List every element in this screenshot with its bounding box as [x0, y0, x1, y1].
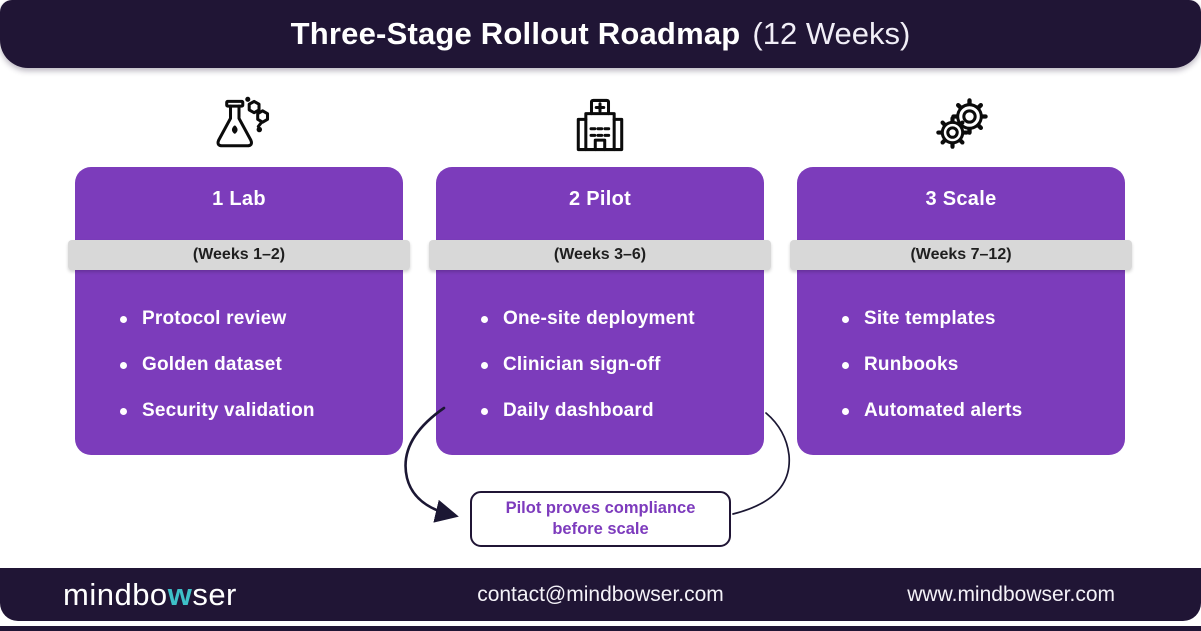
list-item: Daily dashboard — [481, 388, 764, 434]
list-item: Clinician sign-off — [481, 342, 764, 388]
list-item: Site templates — [842, 296, 1125, 342]
page-subtitle: (12 Weeks) — [752, 16, 911, 51]
stage-card-pilot: 2 Pilot (Weeks 3–6) One-site deployment … — [429, 167, 771, 455]
list-item-label: Golden dataset — [142, 354, 283, 375]
bullet-icon — [481, 407, 488, 415]
list-item: One-site deployment — [481, 296, 764, 342]
bottom-edge-strip — [0, 626, 1201, 631]
week-range-band: (Weeks 1–2) — [68, 240, 410, 270]
list-item-label: Clinician sign-off — [503, 354, 661, 375]
list-item: Automated alerts — [842, 388, 1125, 434]
page-title: Three-Stage Rollout Roadmap — [290, 16, 741, 51]
list-item: Runbooks — [842, 342, 1125, 388]
hospital-icon — [576, 98, 624, 152]
contact-email-link[interactable]: contact@mindbowser.com — [477, 582, 724, 606]
bullet-icon — [842, 315, 849, 323]
bullet-icon — [842, 361, 849, 369]
callout-line-2: before scale — [552, 520, 649, 538]
list-item-label: Automated alerts — [864, 400, 1023, 421]
list-item-label: Runbooks — [864, 354, 959, 375]
logo-text: mindbo — [63, 576, 168, 612]
list-item-label: One-site deployment — [503, 308, 695, 329]
stage-card-scale: 3 Scale (Weeks 7–12) Site templates Runb… — [790, 167, 1132, 455]
stage-item-list: One-site deployment Clinician sign-off D… — [436, 296, 764, 434]
callout-line-1: Pilot proves compliance — [505, 498, 696, 517]
stage-item-list: Site templates Runbooks Automated alerts — [797, 296, 1125, 434]
bullet-icon — [120, 407, 127, 415]
mindbowser-logo: mindbowser — [63, 577, 237, 613]
stage-title: 1 Lab — [212, 188, 266, 210]
header-banner: Three-Stage Rollout Roadmap (12 Weeks) — [0, 0, 1201, 68]
website-link[interactable]: www.mindbowser.com — [907, 582, 1115, 606]
bullet-icon — [481, 361, 488, 369]
week-range-band: (Weeks 7–12) — [790, 240, 1132, 270]
list-item-label: Protocol review — [142, 308, 287, 329]
stage-item-list: Protocol review Golden dataset Security … — [75, 296, 403, 434]
flask-molecule-icon — [216, 96, 270, 148]
bullet-icon — [842, 407, 849, 415]
bullet-icon — [120, 315, 127, 323]
gears-icon — [936, 98, 988, 149]
list-item: Protocol review — [120, 296, 403, 342]
stage-title: 3 Scale — [925, 188, 997, 210]
list-item: Golden dataset — [120, 342, 403, 388]
list-item: Security validation — [120, 388, 403, 434]
logo-accent-letter: w — [167, 576, 193, 612]
list-item-label: Security validation — [142, 400, 315, 421]
list-item-label: Site templates — [864, 308, 996, 329]
footer-bar: mindbowser contact@mindbowser.com www.mi… — [0, 568, 1201, 621]
list-item-label: Daily dashboard — [503, 400, 654, 421]
callout-note: Pilot proves compliance before scale — [470, 491, 731, 547]
bullet-icon — [120, 361, 127, 369]
stage-card-lab: 1 Lab (Weeks 1–2) Protocol review Golden… — [68, 167, 410, 455]
bullet-icon — [481, 315, 488, 323]
stage-title: 2 Pilot — [568, 188, 632, 210]
week-range-band: (Weeks 3–6) — [429, 240, 771, 270]
logo-text: ser — [192, 576, 237, 612]
